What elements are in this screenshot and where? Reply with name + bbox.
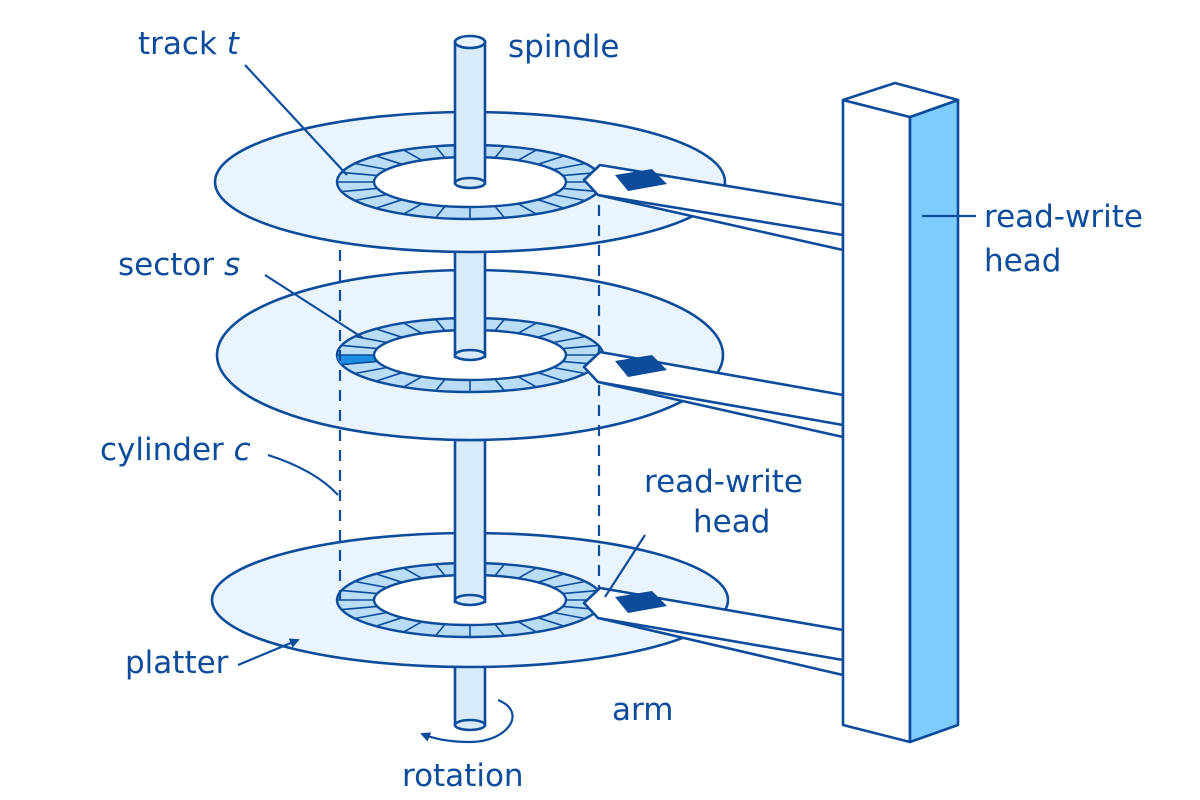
sector-divider xyxy=(354,366,388,375)
sector-label: sector s xyxy=(118,247,240,283)
spindle-top xyxy=(453,34,487,190)
sector-divider xyxy=(494,378,506,392)
sector-divider xyxy=(537,328,565,339)
sector-divider xyxy=(341,171,378,177)
sector-divider xyxy=(552,366,586,375)
track-label: track t xyxy=(138,26,241,62)
cylinder-leader xyxy=(267,453,339,496)
sector-divider xyxy=(562,187,599,193)
read-write-head-3 xyxy=(615,591,667,613)
sector-divider xyxy=(403,149,423,162)
sector-divider xyxy=(375,328,403,339)
sector-divider xyxy=(517,149,537,162)
spindle-cap-3 xyxy=(453,593,487,607)
sector-divider xyxy=(434,623,446,637)
sector-divider xyxy=(552,193,586,202)
sector-divider xyxy=(354,193,388,202)
actuator-column xyxy=(841,81,960,744)
sector-divider xyxy=(517,567,537,580)
sector-divider xyxy=(494,145,506,159)
sector-divider xyxy=(375,155,403,166)
read-write-head-2 xyxy=(615,355,667,377)
sector-divider xyxy=(375,573,403,584)
sector-divider xyxy=(434,563,446,577)
track-leader xyxy=(244,64,348,176)
sector-divider xyxy=(537,155,565,166)
sector-divider xyxy=(341,187,378,193)
sector-divider xyxy=(517,322,537,335)
sector-divider xyxy=(354,611,388,620)
sector-divider xyxy=(341,589,378,595)
sector-divider xyxy=(403,322,423,335)
sector-divider xyxy=(494,563,506,577)
rotation-arrow xyxy=(420,698,514,744)
rw-head-mid-leader xyxy=(604,534,646,598)
sector-divider xyxy=(403,567,423,580)
spindle-cap-2 xyxy=(453,348,487,362)
sector-divider xyxy=(494,205,506,219)
cylinder-outline xyxy=(338,205,601,600)
sector-divider xyxy=(403,202,423,215)
sector-divider xyxy=(354,162,388,171)
sector-divider xyxy=(562,344,599,350)
sector-divider xyxy=(403,375,423,388)
spindle-segment-middle xyxy=(453,246,487,359)
arm-label: arm xyxy=(612,692,673,728)
sector-divider xyxy=(341,605,378,611)
sector-divider xyxy=(517,375,537,388)
spindle-label: spindle xyxy=(508,29,619,65)
read-write-head-1 xyxy=(615,169,667,191)
sector-leader xyxy=(264,274,364,339)
sector-divider xyxy=(537,573,565,584)
sector-divider xyxy=(517,202,537,215)
rotation-label: rotation xyxy=(402,758,524,794)
sector-divider xyxy=(434,378,446,392)
sector-divider xyxy=(552,580,586,589)
sector-divider xyxy=(375,371,403,382)
rw-head-mid-label-line1: read-write xyxy=(644,464,803,500)
spindle-base xyxy=(453,658,487,732)
platter-label: platter xyxy=(125,645,229,681)
sector-divider xyxy=(341,344,378,350)
rw-head-mid-label-line2: head xyxy=(693,504,770,540)
sector-divider xyxy=(537,198,565,209)
sector-divider xyxy=(552,335,586,344)
sector-divider xyxy=(537,371,565,382)
sector-divider xyxy=(403,620,423,633)
sector-divider xyxy=(552,162,586,171)
sector-divider xyxy=(434,205,446,219)
sector-divider xyxy=(375,616,403,627)
sector-divider xyxy=(354,580,388,589)
sector-divider xyxy=(375,198,403,209)
sector-divider xyxy=(341,360,378,366)
sector-divider xyxy=(517,620,537,633)
sector-divider xyxy=(494,623,506,637)
sector-divider xyxy=(552,611,586,620)
sector-divider xyxy=(434,318,446,332)
sector-divider xyxy=(494,318,506,332)
rw-head-right-label-line2: head xyxy=(984,243,1061,279)
sector-divider xyxy=(434,145,446,159)
sector-divider xyxy=(562,589,599,595)
cylinder-label: cylinder c xyxy=(100,432,251,468)
rw-head-right-label-line1: read-write xyxy=(984,199,1143,235)
sector-divider xyxy=(537,616,565,627)
sector-divider xyxy=(354,335,388,344)
spindle-segment-lower xyxy=(453,438,487,604)
platter-arrow xyxy=(237,638,300,667)
